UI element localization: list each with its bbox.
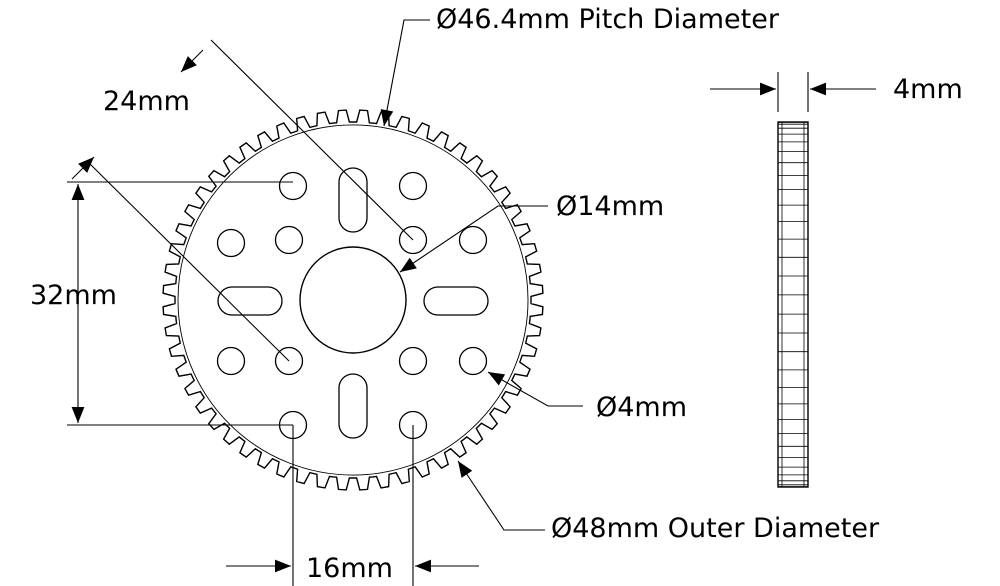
- small-hole-label: Ø4mm: [596, 392, 688, 423]
- hole: [398, 346, 428, 376]
- center-bore: [299, 246, 407, 354]
- pitch-diameter-leader: [380, 19, 430, 127]
- hole: [274, 225, 304, 255]
- center-bore-label: Ø14mm: [556, 191, 665, 222]
- mounting-holes: [216, 171, 488, 440]
- horizontal-spacing-label: 16mm: [306, 553, 393, 584]
- hole: [458, 225, 488, 255]
- vertical-spacing-label: 32mm: [30, 280, 117, 311]
- hole: [458, 346, 488, 376]
- hole: [398, 171, 428, 201]
- pitch-diameter-label: Ø46.4mm Pitch Diameter: [436, 4, 779, 35]
- hole: [216, 346, 246, 376]
- slots: [217, 167, 489, 439]
- gear-tooth-root-ring: [177, 124, 529, 476]
- hole: [278, 171, 308, 201]
- slot-right: [423, 286, 489, 316]
- dimension-lines: [67, 19, 876, 586]
- bore-leader: [399, 205, 548, 273]
- gear-front-view: [162, 109, 544, 491]
- hole: [216, 228, 246, 258]
- outer-diameter-label: Ø48mm Outer Diameter: [551, 513, 880, 544]
- slot-top: [338, 167, 368, 233]
- slot-left: [217, 286, 283, 316]
- outer-diameter-leader: [457, 460, 545, 531]
- diagonal-spacing-label: 24mm: [103, 86, 190, 117]
- slot-bottom: [338, 373, 368, 439]
- gear-side-view: [777, 121, 809, 488]
- hole-leader: [487, 371, 583, 407]
- thickness-label: 4mm: [893, 74, 963, 105]
